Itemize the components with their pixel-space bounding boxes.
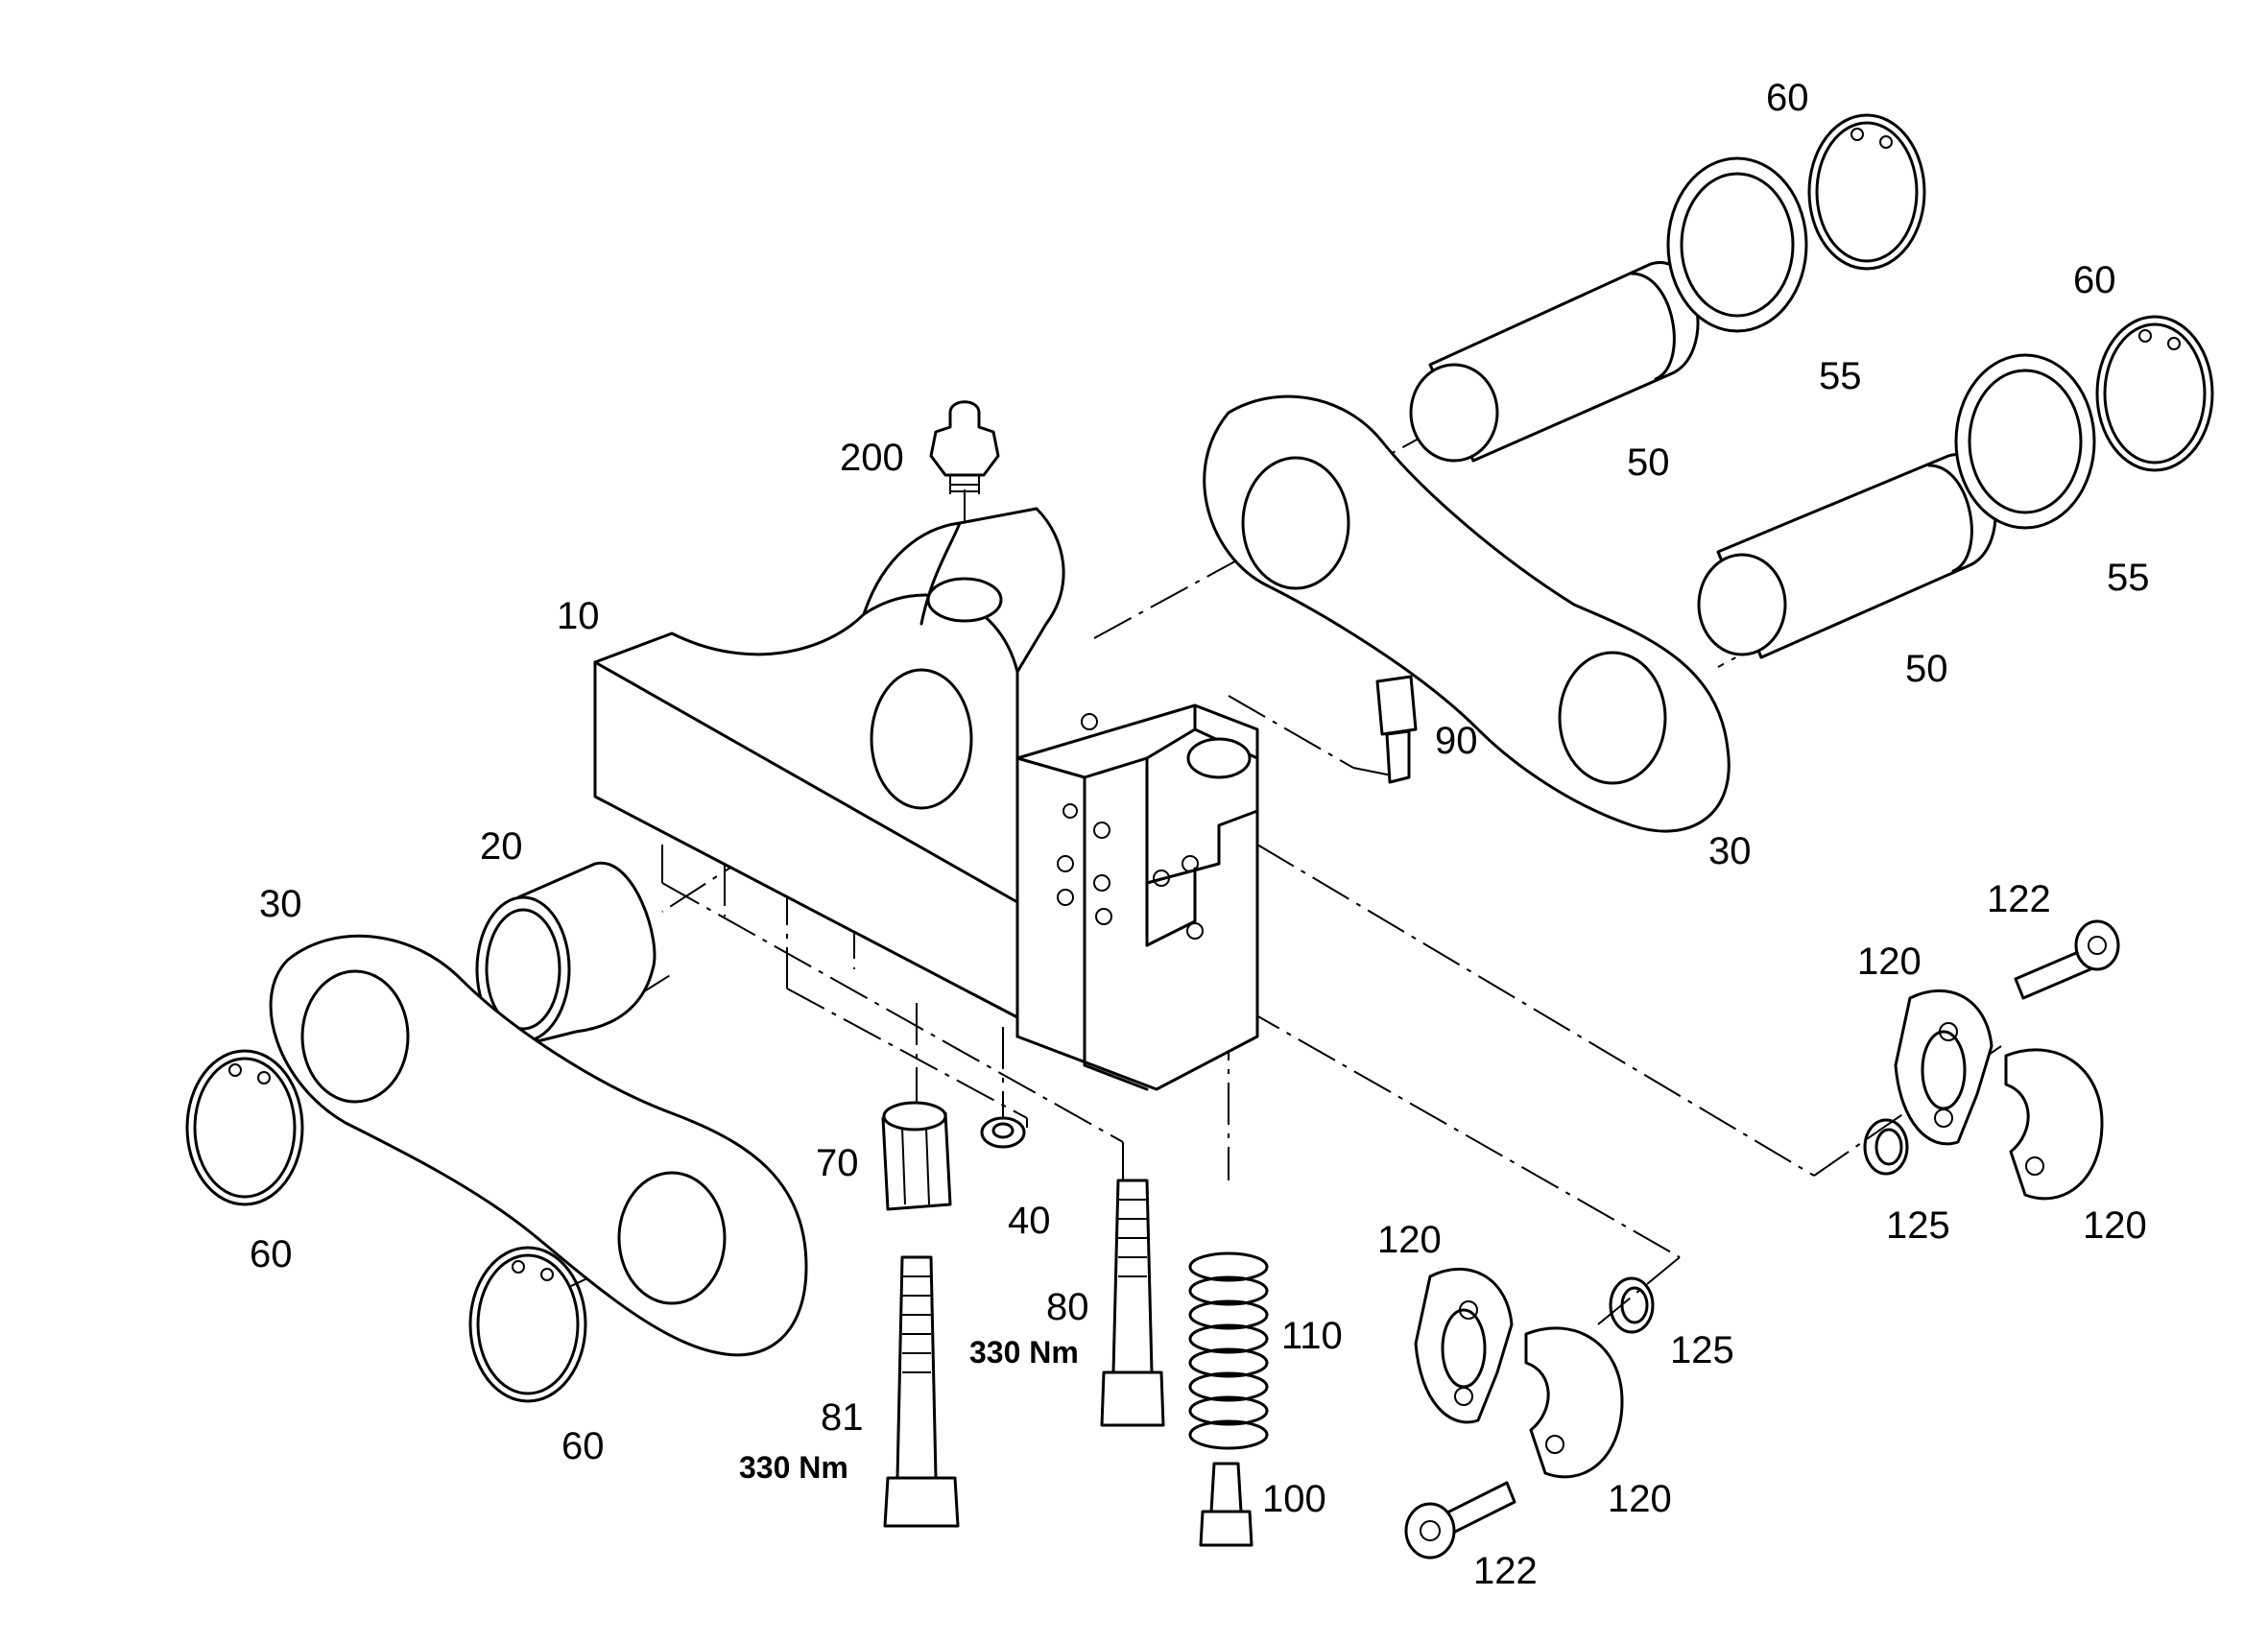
part-70-sleeve xyxy=(881,1101,952,1211)
assembly-axes xyxy=(570,426,2002,1325)
part-50-lower-pin xyxy=(1697,453,1997,659)
label-50-upper: 50 xyxy=(1627,441,1670,484)
label-125-b: 125 xyxy=(1670,1329,1734,1371)
torque-81: 330 Nm xyxy=(739,1450,848,1485)
part-120-upper-clamp-half xyxy=(1894,989,1993,1146)
label-120-b: 120 xyxy=(2083,1204,2147,1247)
label-120-a: 120 xyxy=(1857,941,1922,983)
label-120-d: 120 xyxy=(1608,1478,1672,1520)
label-81: 81 xyxy=(821,1396,864,1439)
part-10-main-bracket xyxy=(593,507,1259,1091)
part-60-left-retaining-ring xyxy=(185,1049,304,1206)
part-60-bottom-retaining-ring xyxy=(468,1246,587,1403)
part-60-right-retaining-ring xyxy=(2095,315,2214,472)
part-80-screw xyxy=(1100,1179,1165,1427)
part-40-washer xyxy=(980,1116,1026,1149)
label-200: 200 xyxy=(840,437,904,479)
torque-80: 330 Nm xyxy=(969,1335,1079,1370)
part-125-lower-ring xyxy=(1609,1276,1655,1334)
part-60-top-retaining-ring xyxy=(1807,113,1926,271)
part-125-upper-ring xyxy=(1863,1118,1909,1176)
part-81-long-screw xyxy=(883,1255,960,1528)
part-30-right-link-plate xyxy=(1203,394,1731,833)
part-55-lower-washer xyxy=(1954,353,2096,530)
label-100: 100 xyxy=(1262,1478,1326,1520)
part-50-upper-pin xyxy=(1409,261,1700,463)
label-60-top: 60 xyxy=(1766,77,1809,119)
label-60-left: 60 xyxy=(250,1233,293,1275)
label-30-right: 30 xyxy=(1708,830,1752,872)
label-50-lower: 50 xyxy=(1905,648,1948,690)
label-122-a: 122 xyxy=(1987,878,2051,920)
position-labels: 200 10 20 30 30 40 50 50 55 55 60 60 60 … xyxy=(250,77,2150,1592)
part-120-lower-clamp-half xyxy=(2004,1048,2104,1201)
label-55-upper: 55 xyxy=(1819,355,1862,397)
label-10: 10 xyxy=(557,595,600,637)
part-120-lower-left-clamp-half xyxy=(1414,1267,1514,1424)
label-40: 40 xyxy=(1008,1200,1051,1242)
label-110: 110 xyxy=(1281,1315,1343,1357)
label-70: 70 xyxy=(816,1142,859,1184)
part-30-left-link-plate xyxy=(269,934,808,1357)
label-80: 80 xyxy=(1046,1286,1089,1328)
part-20-bushing xyxy=(475,861,657,1043)
label-60-bottom: 60 xyxy=(561,1425,605,1467)
part-55-upper-washer xyxy=(1666,156,1808,333)
part-90-bolt xyxy=(1375,675,1418,784)
label-60-right: 60 xyxy=(2073,259,2116,301)
label-90: 90 xyxy=(1435,720,1478,762)
label-120-c: 120 xyxy=(1377,1219,1442,1261)
part-100-small-screw xyxy=(1199,1462,1253,1547)
label-30-left: 30 xyxy=(259,883,302,925)
label-55-lower: 55 xyxy=(2107,557,2150,599)
part-120-lower-right-clamp-half xyxy=(1524,1326,1624,1479)
label-20: 20 xyxy=(480,825,523,868)
part-122-upper-screw xyxy=(2014,919,2120,1000)
label-122-b: 122 xyxy=(1473,1550,1538,1592)
part-110-spring xyxy=(1188,1251,1269,1450)
label-125-a: 125 xyxy=(1886,1204,1950,1247)
part-122-lower-screw xyxy=(1404,1481,1516,1560)
part-200-grease-nipple xyxy=(929,400,1000,494)
